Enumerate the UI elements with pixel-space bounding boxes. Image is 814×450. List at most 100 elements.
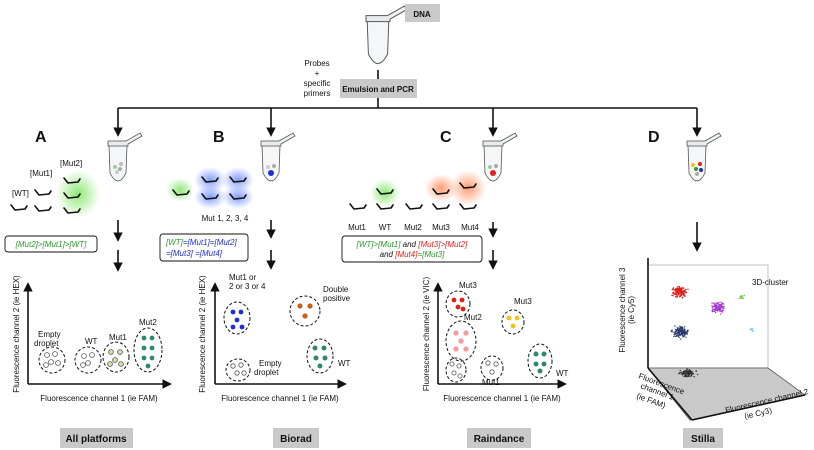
panel-c-label-mut2: Mut2 xyxy=(404,223,422,232)
cloud-point-green xyxy=(742,297,744,300)
top-section: DNA Probes + specific primers Emulsion a… xyxy=(113,4,702,137)
panel-b-tube-icon xyxy=(260,132,296,182)
cloud-point-purple xyxy=(714,304,716,306)
cloud-point-navy xyxy=(679,334,681,337)
cloud-point-green xyxy=(739,297,741,299)
panel-d: D 3D-cluster Fluorescence channel 3 (ie … xyxy=(618,129,810,448)
panel-a-probe-wt xyxy=(10,204,28,211)
cloud-point-purple xyxy=(721,307,723,309)
cloud-point-purple xyxy=(719,304,721,306)
panel-c-probe-mut1 xyxy=(349,203,367,210)
cloud-point-black xyxy=(689,371,691,373)
panel-c-formula-and: and xyxy=(400,240,418,249)
cloud-point-red xyxy=(682,292,685,294)
cloud-point-navy xyxy=(685,336,687,338)
panel-b-formula-box xyxy=(159,233,249,262)
cloud-point-green xyxy=(739,296,741,298)
cloud-point-red xyxy=(683,290,686,293)
dna-box xyxy=(405,4,440,22)
cloud-point-black xyxy=(692,372,694,375)
cloud-point-navy xyxy=(680,338,682,340)
panel-a-formula-box xyxy=(4,235,98,253)
panel-b-mut-label-1: 2 or 3 or 4 xyxy=(229,282,266,291)
cloud-point-red xyxy=(681,293,683,295)
cloud-point-navy xyxy=(685,332,688,334)
panel-a-cluster-empty xyxy=(38,346,66,374)
panel-c-label-mut1: Mut1 xyxy=(348,223,366,232)
cloud-point-navy xyxy=(683,326,686,328)
panel-b-formula-mut12: =[Mut1]=[Mut2] xyxy=(183,238,238,247)
cloud-point-red xyxy=(687,288,689,290)
panel-b-glow-blue-2 xyxy=(222,167,254,193)
cloud-point-navy xyxy=(682,332,684,334)
panel-a-mut1-label: [Mut1] xyxy=(30,169,52,178)
cloud-point-black xyxy=(696,373,699,376)
panel-a-platform-label: All platforms xyxy=(65,434,127,445)
panel-a-cluster-mut1 xyxy=(102,341,130,373)
cloud-point-purple xyxy=(720,313,722,315)
panel-b-platform-box xyxy=(273,428,319,448)
cloud-point-red xyxy=(676,294,678,296)
panel-c-label-wt: WT xyxy=(379,223,392,232)
cloud-point-purple xyxy=(722,308,724,310)
panel-a: A [WT] [Mut1] [Mut2] [Mut2]>[Mut1]>[WT] … xyxy=(4,129,172,448)
panel-c-formula-line2: and [Mut4]=[Mut3] xyxy=(380,250,445,259)
cloud-point-black xyxy=(685,370,688,372)
panel-c: C Mut1 WT Mut2 Mut3 Mut4 [WT]>[Mut1] and… xyxy=(341,129,569,448)
cloud-point-black xyxy=(686,372,688,374)
panel-b-formula-wt: [WT] xyxy=(165,238,184,247)
panel-b-mut-label-0: Mut1 or xyxy=(229,273,256,282)
panel-d-axis3-label-0: Fluorescence channel 3 xyxy=(618,267,627,352)
cloud-point-black xyxy=(689,369,691,372)
panel-b-empty-label-1: droplet xyxy=(254,368,279,377)
cloud-point-red xyxy=(685,288,687,291)
panel-b-cluster-mut xyxy=(223,301,251,335)
cloud-point-purple xyxy=(716,305,718,307)
panel-b-formula-line2: =[Mut3] =[Mut4] xyxy=(166,249,223,258)
emulsion-box xyxy=(340,79,417,98)
panel-b-double-label-0: Double xyxy=(323,285,349,294)
cloud-point-purple xyxy=(711,306,713,309)
cloud-point-purple xyxy=(721,302,724,304)
cloud-point-purple xyxy=(720,305,723,307)
probes-label-3: primers xyxy=(304,89,331,98)
cloud-point-purple xyxy=(719,307,721,309)
cloud-point-purple xyxy=(717,309,719,311)
cloud-point-red xyxy=(684,295,686,298)
panel-b-platform-label: Biorad xyxy=(280,434,312,445)
panel-a-empty-label-1: droplet xyxy=(34,339,59,348)
cloud-point-black xyxy=(687,372,689,374)
panel-a-tube-icon xyxy=(107,132,143,182)
cloud-point-red xyxy=(674,289,676,291)
cloud-point-navy xyxy=(683,328,685,330)
cloud-point-purple xyxy=(711,309,714,311)
cloud-point-red xyxy=(679,294,682,296)
cloud-point-navy xyxy=(682,330,684,333)
panel-c-formula-box xyxy=(341,235,483,263)
cloud-point-red xyxy=(680,288,682,290)
cloud-point-navy xyxy=(687,329,689,332)
cloud-point-purple xyxy=(711,302,713,304)
cloud-point-black xyxy=(695,370,697,372)
cloud-point-navy xyxy=(677,334,680,337)
panel-c-dots xyxy=(449,297,547,379)
panel-c-mut1-label: Mut1 xyxy=(482,378,500,387)
cloud-point-navy xyxy=(674,325,676,327)
panel-c-mut2-label: Mut2 xyxy=(464,313,482,322)
panel-a-cluster-wt xyxy=(74,346,102,374)
emulsion-label: Emulsion and PCR xyxy=(342,85,414,94)
cloud-point-black xyxy=(691,371,693,373)
cloud-point-navy xyxy=(678,336,680,339)
cloud-point-black xyxy=(687,375,689,377)
cloud-point-navy xyxy=(679,331,681,333)
cloud-point-red xyxy=(671,294,673,297)
dna-label: DNA xyxy=(413,10,431,19)
cloud-point-green xyxy=(741,297,743,300)
panel-a-formula: [Mut2]>[Mut1]>[WT] xyxy=(15,240,87,249)
panel-c-y-axis-label: Fluorescence channel 2 (ie VIC) xyxy=(422,277,431,392)
cloud-point-navy xyxy=(672,331,674,333)
cloud-point-black xyxy=(680,371,682,374)
cloud-point-navy xyxy=(673,334,676,336)
cloud-point-purple xyxy=(720,304,723,306)
cloud-point-red xyxy=(681,296,684,299)
